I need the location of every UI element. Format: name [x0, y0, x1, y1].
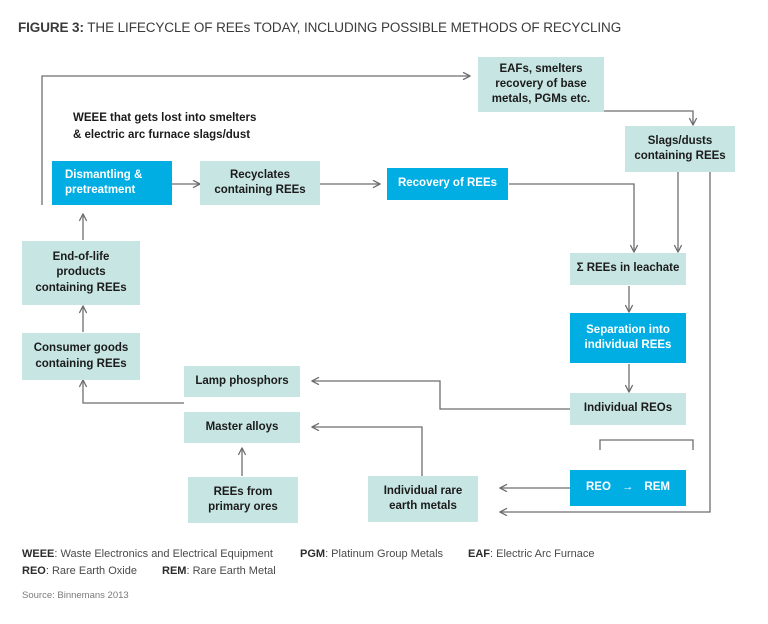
connector-reorem-feed: [599, 439, 694, 450]
arrow-right-icon: →: [621, 481, 634, 494]
connectors: [41, 76, 711, 512]
node-slags-label: Slags/dusts containing REEs: [634, 134, 726, 162]
node-recyclates[interactable]: Recyclates containing REEs: [200, 161, 320, 205]
node-leachate-label: Σ REEs in leachate: [576, 262, 680, 275]
node-individual-rem-label: Individual rare earth metals: [383, 484, 463, 512]
node-master-alloys[interactable]: Master alloys: [184, 412, 300, 443]
node-consumer-goods-label: Consumer goods containing REEs: [33, 342, 129, 370]
annotation-weee-note: WEEE that gets lost into smelters & elec…: [73, 112, 257, 141]
node-lamp-phosphors[interactable]: Lamp phosphors: [184, 366, 300, 397]
connector-dismantling-to-eafs: [41, 76, 470, 205]
legend-weee-def: : Waste Electronics and Electrical Equip…: [54, 548, 273, 560]
node-reo-to-rem[interactable]: REO → REM: [570, 470, 686, 506]
connector-individualrem-to-masteralloys: [312, 427, 423, 476]
legend-reo-def: : Rare Earth Oxide: [45, 565, 137, 577]
connector-slags-to-individualrem: [500, 172, 711, 512]
figure-number: FIGURE 3:: [18, 20, 84, 35]
node-end-of-life-products[interactable]: End-of-life products containing REEs: [22, 241, 140, 305]
legend-rem-def: : Rare Earth Metal: [186, 565, 276, 577]
legend-weee-abbr: WEEE: [22, 548, 55, 560]
rem-text: REM: [644, 481, 670, 494]
node-consumer-goods[interactable]: Consumer goods containing REEs: [22, 333, 140, 380]
node-individual-rare-earth-metals[interactable]: Individual rare earth metals: [368, 476, 478, 522]
legend-reo: REO: Rare Earth Oxide: [22, 563, 137, 581]
node-separation-label: Separation into individual REEs: [584, 323, 672, 351]
legend-weee: WEEE: Waste Electronics and Electrical E…: [22, 546, 273, 564]
node-rees-in-leachate[interactable]: Σ REEs in leachate: [570, 253, 686, 285]
node-lamp-phosphors-label: Lamp phosphors: [195, 374, 289, 387]
node-master-alloys-label: Master alloys: [205, 420, 279, 433]
connector-reos-to-lampphosphors: [312, 381, 570, 410]
node-eafs-smelters[interactable]: EAFs, smelters recovery of base metals, …: [478, 57, 604, 112]
legend-pgm-abbr: PGM: [300, 548, 326, 560]
node-dismantling[interactable]: Dismantling & pretreatment: [52, 161, 172, 205]
legend-eaf: EAF: Electric Arc Furnace: [468, 546, 595, 564]
connector-products-to-consumergoods: [83, 380, 184, 404]
node-eafs-label: EAFs, smelters recovery of base metals, …: [491, 62, 591, 106]
source-note: Source: Binnemans 2013: [22, 590, 129, 601]
node-recyclates-label: Recyclates containing REEs: [214, 168, 306, 196]
connector-eafs-to-slags: [604, 110, 693, 125]
legend-rem: REM: Rare Earth Metal: [162, 563, 276, 581]
node-separation[interactable]: Separation into individual REEs: [570, 313, 686, 363]
node-reo-rem-label: REO → REM: [576, 480, 680, 495]
legend-reo-abbr: REO: [22, 565, 46, 577]
node-dismantling-label: Dismantling & pretreatment: [65, 168, 143, 196]
node-recovery-label: Recovery of REEs: [397, 177, 498, 190]
node-end-of-life-label: End-of-life products containing REEs: [35, 251, 127, 294]
connector-recovery-to-leachate: [509, 183, 634, 252]
node-slags-dusts[interactable]: Slags/dusts containing REEs: [625, 126, 735, 172]
connector-reos-to-reorem: [599, 439, 694, 450]
node-individual-reos[interactable]: Individual REOs: [570, 393, 686, 425]
node-primary-ores-label: REEs from primary ores: [208, 485, 278, 513]
node-rees-from-primary-ores[interactable]: REEs from primary ores: [188, 477, 298, 523]
legend-pgm: PGM: Platinum Group Metals: [300, 546, 443, 564]
node-individual-reos-label: Individual REOs: [583, 402, 673, 415]
legend-eaf-abbr: EAF: [468, 548, 490, 560]
legend-eaf-def: : Electric Arc Furnace: [490, 548, 595, 560]
legend-pgm-def: : Platinum Group Metals: [325, 548, 444, 560]
figure-title-text: THE LIFECYCLE OF REEs TODAY, INCLUDING P…: [87, 20, 622, 35]
reo-text: REO: [586, 481, 611, 494]
legend-rem-abbr: REM: [162, 565, 187, 577]
page-title: FIGURE 3: THE LIFECYCLE OF REEs TODAY, I…: [18, 20, 738, 35]
node-recovery-of-rees[interactable]: Recovery of REEs: [387, 168, 508, 200]
